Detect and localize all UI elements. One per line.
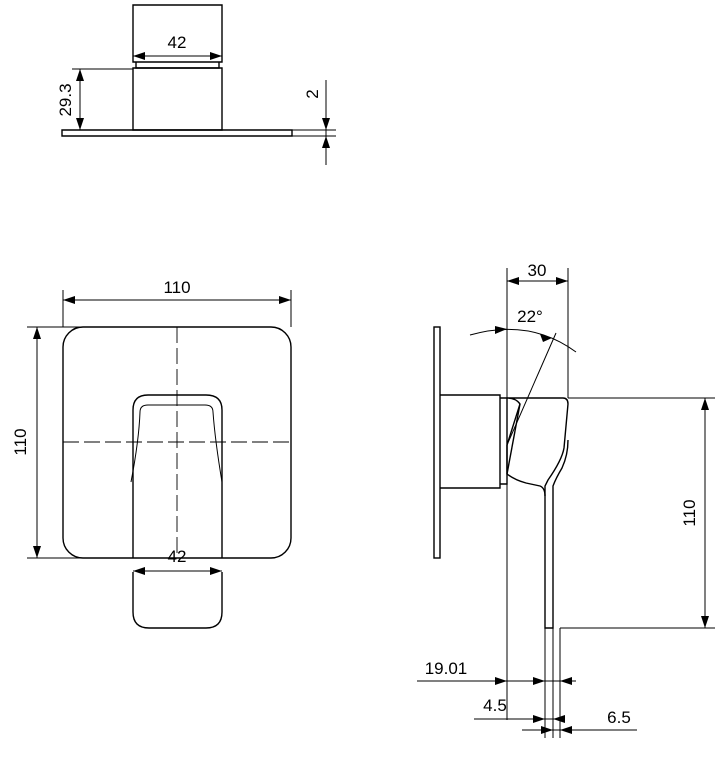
top-view: 42 29.3 2 [56,4,336,165]
arrowhead [540,334,552,342]
arrowhead [76,118,84,130]
side-depth-label: 30 [528,261,547,280]
arrowhead [556,277,568,285]
arrowhead [76,69,84,81]
top-plate-label: 2 [303,89,322,98]
arrowhead [133,567,145,575]
front-handle-label: 42 [168,547,187,566]
front-view: 110 110 42 [11,278,292,629]
arrowhead [322,118,330,130]
side-body-step [500,397,508,485]
top-height-label: 29.3 [56,83,75,116]
arrowhead [495,677,507,685]
arrowhead [533,715,545,723]
arrowhead [33,546,41,558]
front-height-label: 110 [11,428,30,455]
arrowhead [560,726,572,734]
arrowhead [63,296,75,304]
arrowhead [279,296,291,304]
top-body-outline [132,67,223,131]
arrowhead [701,398,709,410]
arrowhead [210,567,222,575]
arrowhead [560,677,572,685]
side-view: 30 22° 110 19.01 4.5 6.5 [417,261,715,738]
front-handle-outline [132,394,223,558]
arrowhead [701,616,709,628]
side-lever-inner [506,445,546,497]
arrowhead [322,136,330,148]
side-lever-chamfer [506,403,521,475]
side-body-outline [440,394,501,489]
side-offset-label: 19.01 [425,659,468,678]
angle-arc [469,328,577,353]
arrowhead [33,327,41,339]
side-thickness-label: 6.5 [607,708,631,727]
arrowhead [210,52,222,60]
arrowhead [495,326,507,334]
arrowhead [533,677,545,685]
arrowhead [541,726,553,734]
angle-leg-line [506,332,557,446]
front-handle-inner-line [130,404,223,483]
side-plate-outline [433,326,441,559]
arrowhead [507,277,519,285]
side-lever-outline [506,397,569,629]
top-plate-outline [61,129,293,137]
side-height-label: 110 [680,499,699,526]
arrowhead [133,52,145,60]
top-width-label: 42 [168,33,187,52]
top-handle-step [135,62,220,69]
side-gap-label: 4.5 [483,696,507,715]
top-handle-outline [132,4,223,63]
arrowhead [553,715,565,723]
front-width-label: 110 [163,278,190,297]
front-handle-lower-outline [132,572,223,629]
side-angle-label: 22° [517,307,543,326]
